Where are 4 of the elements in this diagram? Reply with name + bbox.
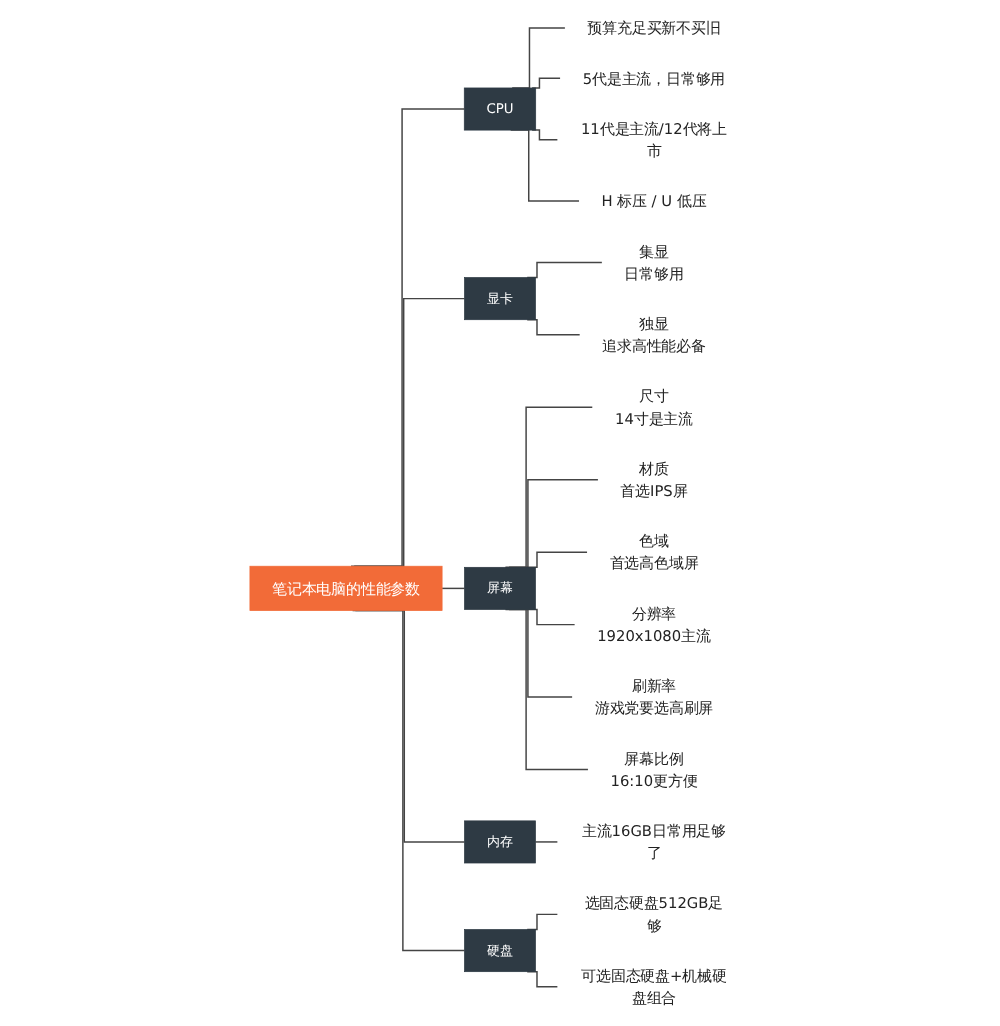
- connector: [534, 841, 559, 843]
- connector: [531, 77, 562, 89]
- connector: [441, 587, 466, 590]
- connector: [531, 129, 559, 141]
